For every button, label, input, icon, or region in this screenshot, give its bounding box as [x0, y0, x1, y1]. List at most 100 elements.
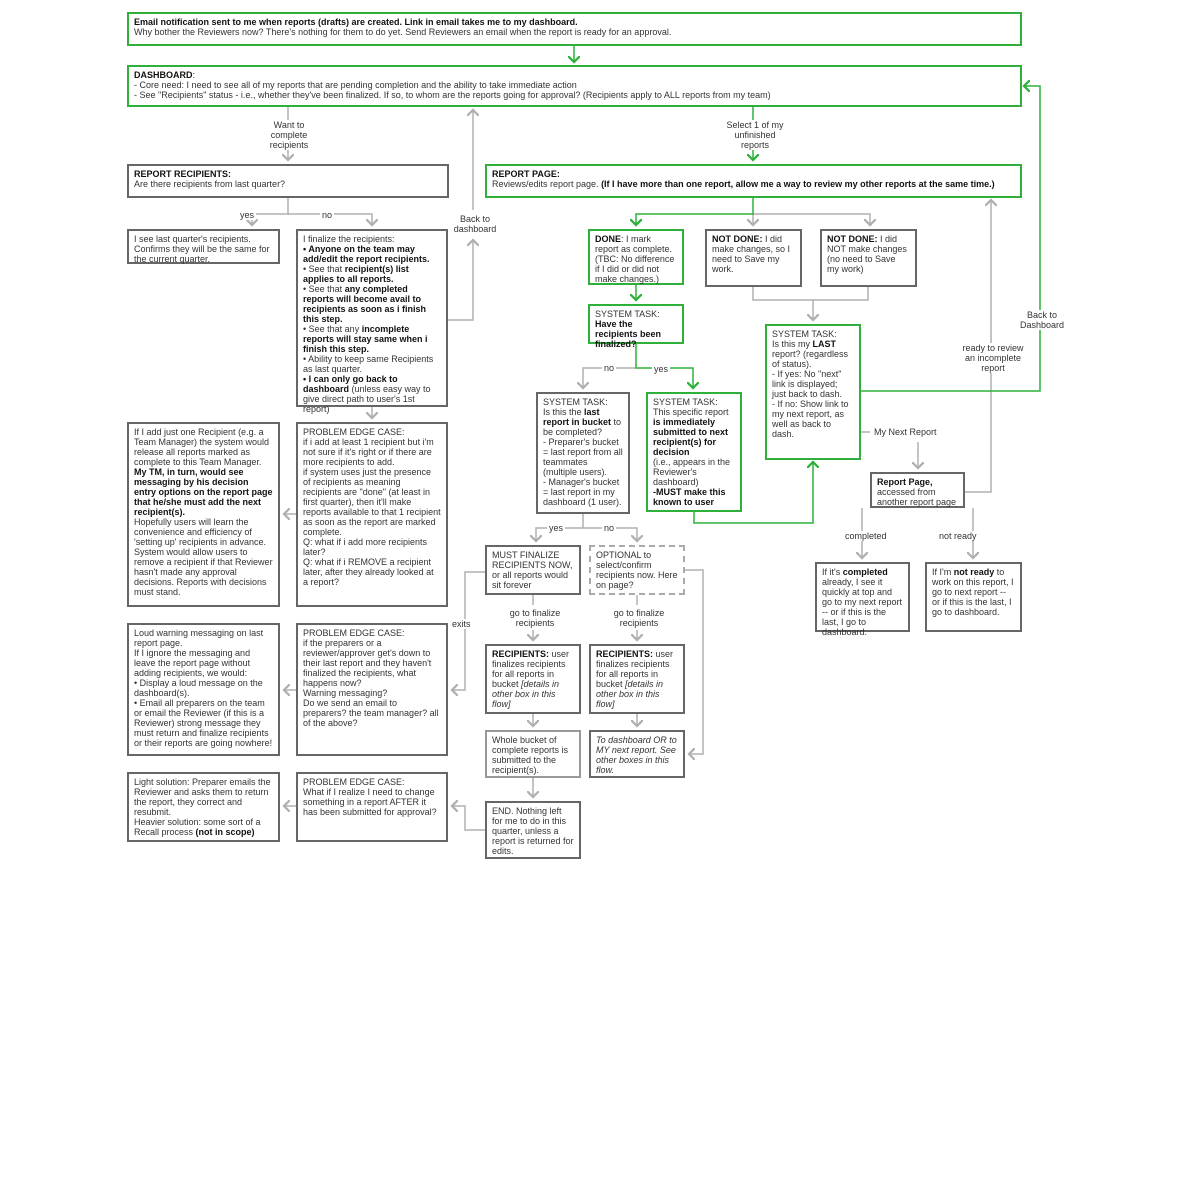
box-text: (not in scope) [195, 827, 255, 837]
box-text-line: PROBLEM EDGE CASE: [303, 628, 441, 638]
box-text: Have the recipients been finalized? [595, 319, 662, 349]
box-text: Report Page, [877, 477, 933, 487]
box-text: - Core need: I need to see all of my rep… [134, 80, 577, 90]
box-text: To dashboard OR to MY next report. See o… [596, 735, 677, 775]
box-text: • See that [303, 264, 345, 274]
box-text-line: • Anyone on the team may add/edit the re… [303, 244, 441, 264]
must-finalize-box: MUST FINALIZE RECIPIENTS NOW, or all rep… [485, 545, 581, 595]
box-text-line: I finalize the recipients: [303, 234, 441, 244]
system-task-last-bucket-box: SYSTEM TASK:Is this the last report in b… [536, 392, 630, 514]
finalize-recipients-box: I finalize the recipients:• Anyone on th… [296, 229, 448, 414]
connector [452, 806, 485, 831]
box-text: Warning messaging? [303, 688, 388, 698]
edge-case-1-box: PROBLEM EDGE CASE:if i add at least 1 re… [296, 422, 448, 607]
box-text: Light solution: Preparer emails the Revi… [134, 777, 271, 817]
to-dashboard-box: To dashboard OR to MY next report. See o… [589, 730, 685, 778]
box-text-line: DASHBOARD: [134, 70, 1015, 80]
whole-bucket-box: Whole bucket of complete reports is subm… [485, 730, 581, 778]
label-go-finalize: go to finalize recipients [607, 608, 671, 628]
box-text-line: • I can only go back to dashboard (unles… [303, 374, 441, 414]
recipients-a-box: RECIPIENTS: user finalizes recipients fo… [485, 644, 581, 714]
box-text: Is this my [772, 339, 813, 349]
box-text: My TM, in turn, would see messaging by h… [134, 467, 273, 517]
last-quarter-recipients-box: I see last quarter's recipients. Confirm… [127, 229, 280, 264]
label-no: no [602, 523, 617, 533]
report-recipients-box: REPORT RECIPIENTS:Are there recipients f… [127, 164, 449, 198]
connector [965, 200, 991, 493]
label-not-ready: not ready [937, 531, 979, 541]
label-go-finalize: go to finalize recipients [503, 608, 567, 628]
completed-note-box: If it's completed already, I see it quic… [815, 562, 910, 637]
box-text: If it's [822, 567, 843, 577]
box-text-line: if i add at least 1 recipient but i'm no… [303, 437, 441, 467]
box-text: Heavier solution: some sort of a Recall … [134, 817, 261, 837]
box-text-line: (i.e., appears in the Reviewer's dashboa… [653, 457, 735, 487]
box-text: if system uses just the presence of reci… [303, 467, 441, 537]
box-text: I finalize the recipients: [303, 234, 395, 244]
box-text: accessed from another report page [877, 487, 957, 507]
box-text-line: PROBLEM EDGE CASE: [303, 427, 441, 437]
box-text: OPTIONAL to select/confirm recipients no… [596, 550, 678, 590]
box-text-line: This specific report is immediately subm… [653, 407, 735, 457]
box-text-line: DONE: I mark report as complete. (TBC: N… [595, 234, 677, 284]
connector [752, 287, 869, 320]
connector [685, 569, 704, 754]
box-text-line: • Display a loud message on the dashboar… [134, 678, 273, 698]
label-my-next-report: My Next Report [872, 427, 939, 437]
system-task-submit-box: SYSTEM TASK:This specific report is imme… [646, 392, 742, 512]
box-text: (i.e., appears in the Reviewer's dashboa… [653, 457, 731, 487]
box-text: (unless easy way to give direct path to … [303, 384, 431, 414]
box-text: NOT DONE: [827, 234, 878, 244]
box-text-line: Is this my LAST report? (regardless of s… [772, 339, 854, 369]
box-text-line: NOT DONE: I did NOT make changes (no nee… [827, 234, 910, 274]
box-text: Q: what if i add more recipients later? [303, 537, 428, 557]
box-text-line: if system uses just the presence of reci… [303, 467, 441, 537]
box-text: Loud warning messaging on last report pa… [134, 628, 264, 648]
end-box: END. Nothing left for me to do in this q… [485, 801, 581, 859]
box-text: - See "Recipients" status - i.e., whethe… [134, 90, 771, 100]
box-text-line: END. Nothing left for me to do in this q… [492, 806, 574, 856]
box-text: END. Nothing left for me to do in this q… [492, 806, 574, 856]
box-text-line: If I add just one Recipient (e.g. a Team… [134, 427, 273, 517]
box-text: DASHBOARD [134, 70, 193, 80]
box-text: SYSTEM TASK: [772, 329, 837, 339]
box-text-line: Are there recipients from last quarter? [134, 179, 442, 189]
box-text: incomplete reports will stay same when i… [303, 324, 428, 354]
system-task-last-report-box: SYSTEM TASK:Is this my LAST report? (reg… [765, 324, 861, 460]
box-text: REPORT RECIPIENTS: [134, 169, 232, 179]
box-text: Do we send an email to preparers? the te… [303, 698, 439, 728]
box-text-line: MUST FINALIZE RECIPIENTS NOW, or all rep… [492, 550, 574, 590]
box-text: : [192, 70, 196, 80]
box-text: PROBLEM EDGE CASE: [303, 427, 405, 437]
box-text-line: What if I realize I need to change somet… [303, 787, 441, 817]
not-ready-note-box: If I'm not ready to work on this report,… [925, 562, 1022, 632]
label-back-to-dashboard-left: Back to dashboard [448, 214, 502, 234]
box-text: If I'm [932, 567, 954, 577]
box-text: (If I have more than one report, allow m… [601, 179, 995, 189]
edge-case-3-box: PROBLEM EDGE CASE:What if I realize I ne… [296, 772, 448, 842]
connector [583, 527, 637, 541]
box-text-line: Is this the last report in bucket to be … [543, 407, 623, 437]
box-text: [details in other box in this flow] [492, 679, 560, 709]
box-text: Is this the [543, 407, 585, 417]
box-text: PROBLEM EDGE CASE: [303, 628, 405, 638]
box-text: any completed reports will become avail … [303, 284, 427, 324]
box-text-line: SYSTEM TASK: [653, 397, 735, 407]
box-text: • See that [303, 284, 345, 294]
dashboard-box: DASHBOARD:- Core need: I need to see all… [127, 65, 1022, 107]
box-text: • See that any [303, 324, 362, 334]
box-text: report? (regardless of status). [772, 349, 849, 369]
connector [583, 367, 636, 388]
box-text: SYSTEM TASK: [543, 397, 608, 407]
box-text-line: - Manager's bucket = last report in my d… [543, 477, 623, 507]
box-text-line: REPORT RECIPIENTS: [134, 169, 442, 179]
connector [448, 240, 473, 321]
box-text-line: Email notification sent to me when repor… [134, 17, 1015, 27]
box-text: - Manager's bucket = last report in my d… [543, 477, 622, 507]
connector [636, 198, 754, 225]
box-text-line: SYSTEM TASK: [772, 329, 854, 339]
box-text: : I mark report as complete. (TBC: No di… [595, 234, 675, 284]
box-text-line: OPTIONAL to select/confirm recipients no… [596, 550, 678, 590]
box-text-line: SYSTEM TASK: [543, 397, 623, 407]
box-text-line: PROBLEM EDGE CASE: [303, 777, 441, 787]
